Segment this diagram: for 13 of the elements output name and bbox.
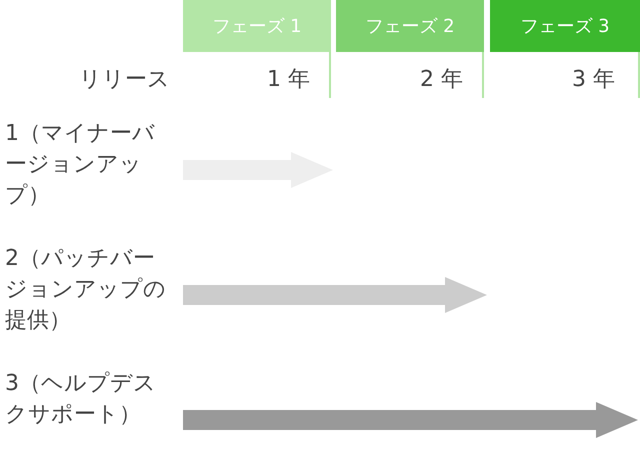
row-heading: リリース (78, 66, 170, 94)
year-label: 1 年 (266, 66, 310, 94)
phase-header (336, 0, 484, 52)
phase-label: フェーズ 1 (212, 15, 302, 38)
row-label: 1（マイナーバージョンアップ） (5, 120, 156, 210)
phase-header (490, 0, 640, 52)
row-label: 2（パッチバージョンアップの提供） (5, 245, 167, 335)
year-label: 3 年 (571, 66, 615, 94)
year-label: 2 年 (419, 66, 463, 94)
row-label: 3（ヘルプデスクサポート） (5, 370, 157, 429)
phase-header (183, 0, 331, 52)
phase-label: フェーズ 3 (520, 15, 610, 38)
phase-label: フェーズ 2 (365, 15, 455, 38)
